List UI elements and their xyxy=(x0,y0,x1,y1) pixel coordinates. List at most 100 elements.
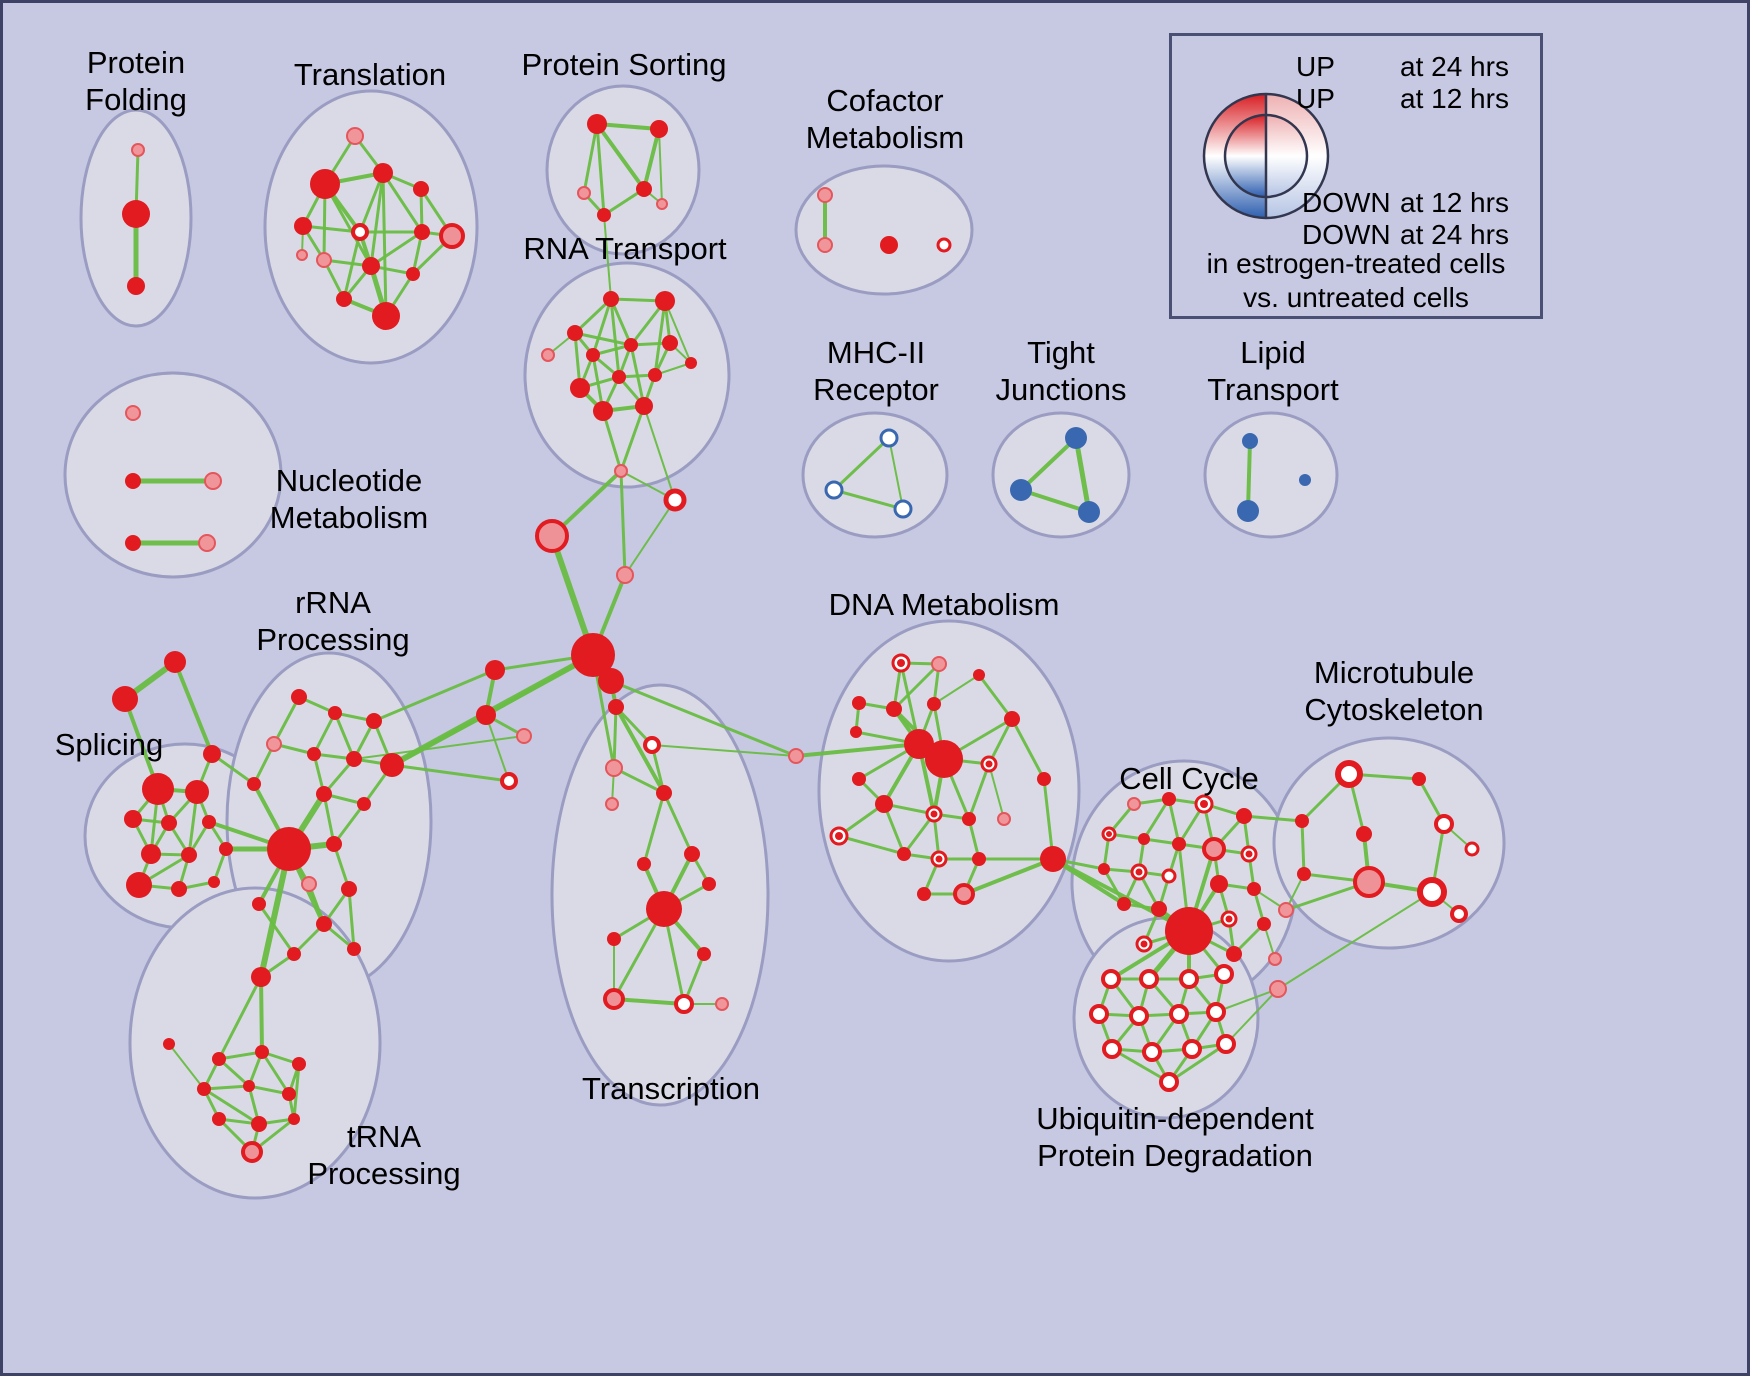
node-u2 xyxy=(1139,969,1159,989)
cluster-dna-metabolism xyxy=(817,619,1081,963)
edge-rt11-c1 xyxy=(619,404,646,473)
node-tb9 xyxy=(288,1113,300,1125)
node-s8 xyxy=(219,842,233,856)
cluster-label-nucleotide-metabolism: Metabolism xyxy=(270,500,429,535)
legend-up-24-time: at 24 hrs xyxy=(1400,51,1509,82)
node-rr2 xyxy=(328,706,342,720)
cluster-label-splicing: Splicing xyxy=(55,727,164,762)
edge-t5-t6 xyxy=(301,224,362,234)
node-u7 xyxy=(1169,1004,1189,1024)
node-rt6 xyxy=(662,335,678,351)
edge-tc13-tc14 xyxy=(612,997,686,1006)
edge-tc1-tc3 xyxy=(612,705,618,770)
cluster-trna-processing xyxy=(128,886,382,1200)
node-core-cc9 xyxy=(1245,850,1253,858)
edge-lt1-lt2 xyxy=(1246,439,1252,513)
edge-t3-t6 xyxy=(358,171,385,234)
edge-tb1-tb2 xyxy=(217,1050,264,1061)
node-tc8 xyxy=(646,891,682,927)
node-mh2 xyxy=(824,480,844,500)
node-cc6 xyxy=(1138,833,1150,845)
node-rr1 xyxy=(291,689,307,705)
node-tc1 xyxy=(608,699,624,715)
node-mclink xyxy=(1278,902,1294,918)
cluster-label-microtubule-cytoskeleton: Microtubule xyxy=(1314,655,1474,690)
node-hub1 xyxy=(571,633,615,677)
cluster-label-trna-processing: Processing xyxy=(307,1156,460,1191)
cluster-label-ubiquitin-degradation: Protein Degradation xyxy=(1037,1138,1313,1173)
node-u10 xyxy=(1142,1042,1162,1062)
edge-d3-d7 xyxy=(977,673,1014,721)
edge-rt1-rt2 xyxy=(573,297,613,335)
node-core-d1 xyxy=(897,659,905,667)
node-ps1 xyxy=(587,114,607,134)
node-rr6 xyxy=(346,751,362,767)
edge-tb3-tb9 xyxy=(292,1062,301,1121)
edge-rt10-c1 xyxy=(601,409,623,473)
legend-down-12-label: DOWN xyxy=(1302,187,1391,218)
node-core-cc19 xyxy=(1140,940,1148,948)
node-tc12 xyxy=(697,947,711,961)
node-cc7 xyxy=(1172,837,1186,851)
legend-footer-line1: in estrogen-treated cells xyxy=(1206,248,1506,279)
legend-down-24-label: DOWN xyxy=(1302,219,1391,250)
cluster-label-tight-junctions: Tight xyxy=(1027,335,1095,370)
node-d17 xyxy=(997,812,1011,826)
node-nm2 xyxy=(125,473,141,489)
node-rt13 xyxy=(541,348,555,362)
node-cc12 xyxy=(1161,868,1177,884)
node-t2 xyxy=(310,169,340,199)
legend-node-glyph xyxy=(1202,92,1330,220)
edge-ps2-ps6 xyxy=(658,128,663,205)
node-rt9 xyxy=(648,368,662,382)
node-u1 xyxy=(1101,969,1121,989)
node-cc4 xyxy=(1236,808,1252,824)
cluster-label-ubiquitin-degradation: Ubiquitin-dependent xyxy=(1036,1101,1314,1136)
node-lt1 xyxy=(1242,433,1258,449)
edge-rt1-rt5 xyxy=(573,331,633,347)
node-rr17 xyxy=(287,947,301,961)
node-core-d15 xyxy=(930,810,938,818)
edge-cc4-m3 xyxy=(1242,814,1304,823)
edge-m3-m9 xyxy=(1300,819,1306,876)
node-d6 xyxy=(927,697,941,711)
node-tc5 xyxy=(605,797,619,811)
node-m10 xyxy=(1450,905,1468,923)
node-d4 xyxy=(852,696,866,710)
node-d14 xyxy=(875,795,893,813)
glyph-inner-right-half xyxy=(1266,115,1307,197)
node-rt3 xyxy=(655,291,675,311)
node-rr10 xyxy=(357,797,371,811)
node-d19 xyxy=(897,847,911,861)
node-rr3 xyxy=(366,713,382,729)
node-rr13 xyxy=(301,876,317,892)
edge-d18-d19 xyxy=(837,834,906,856)
cluster-lipid-transport xyxy=(1203,411,1339,539)
node-rt4 xyxy=(586,348,600,362)
node-u13 xyxy=(1159,1072,1179,1092)
node-d12 xyxy=(1037,772,1051,786)
node-tb8 xyxy=(251,1116,267,1132)
node-t6 xyxy=(351,223,369,241)
cluster-label-protein-sorting: Protein Sorting xyxy=(521,47,726,82)
edge-tb2-tb6 xyxy=(260,1050,291,1096)
node-s2 xyxy=(185,780,209,804)
node-c8 xyxy=(516,728,532,744)
node-spb xyxy=(112,686,138,712)
edge-tc4-tc7 xyxy=(642,791,666,866)
node-tb5 xyxy=(243,1080,255,1092)
node-s10 xyxy=(171,881,187,897)
node-cm4 xyxy=(936,237,952,253)
node-cc14 xyxy=(1247,882,1261,896)
node-cc15 xyxy=(1117,897,1131,911)
node-ps3 xyxy=(577,186,591,200)
edge-u12-u13 xyxy=(1167,1042,1228,1084)
edge-tj2-tj3 xyxy=(1019,488,1091,514)
node-rr16 xyxy=(316,916,332,932)
edge-ps1-ps3 xyxy=(582,122,599,195)
node-rr8 xyxy=(247,777,261,791)
cluster-label-protein-folding: Protein xyxy=(87,45,185,80)
cluster-label-tight-junctions: Junctions xyxy=(996,372,1127,407)
node-cc10 xyxy=(1098,863,1110,875)
